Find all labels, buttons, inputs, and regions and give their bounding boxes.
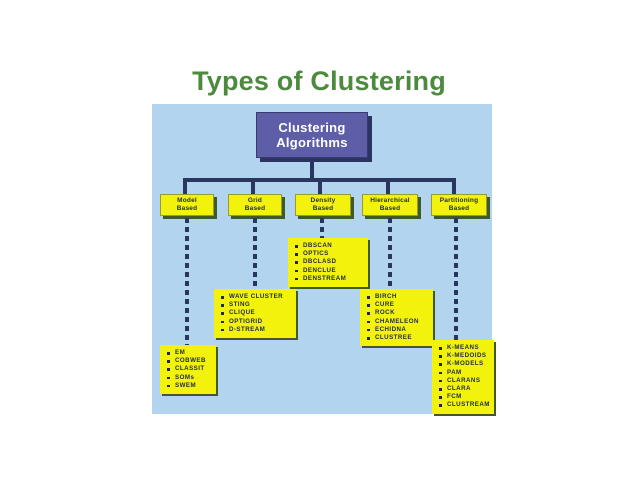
- root-node-label-line1: Clustering: [278, 120, 346, 135]
- algorithm-list-hierarchical-based: BIRCH CURE ROCK CHAMELEON ECHIDNA CLUSTR…: [360, 289, 433, 347]
- list-item: WAVE CLUSTER: [221, 293, 291, 301]
- list-item: CLIQUE: [221, 309, 291, 317]
- algorithm-list-model-based: EM COBWEB CLASSIT SOMs SWEM: [160, 345, 216, 395]
- list-item: BIRCH: [367, 293, 428, 301]
- list-item: K-MODELS: [439, 360, 489, 368]
- list-item: DBCLASD: [295, 258, 363, 266]
- list-item: SWEM: [167, 382, 211, 390]
- category-node-hierarchical-based: Hierarchical Based: [362, 194, 418, 216]
- algorithm-list-grid-based: WAVE CLUSTER STING CLIQUE OPTIGRID D-STR…: [214, 289, 296, 339]
- category-label-line2: Based: [176, 205, 198, 212]
- list-item: CLUSTREE: [367, 334, 428, 342]
- list-item: ECHIDNA: [367, 326, 428, 334]
- list-item: ROCK: [367, 309, 428, 317]
- category-label-line1: Grid: [247, 197, 263, 204]
- category-label-line1: Partitioning: [439, 197, 479, 204]
- list-item: CLARA: [439, 385, 489, 393]
- list-item: COBWEB: [167, 357, 211, 365]
- connector-root-stem: [310, 158, 314, 178]
- list-item: CLUSTREAM: [439, 401, 490, 409]
- list-item: CHAMELEON: [367, 318, 428, 326]
- connector-drop-grid-based: [251, 178, 255, 194]
- page-title: Types of Clustering: [192, 66, 446, 96]
- connector-dashed-hierarchical-based: [388, 218, 392, 289]
- list-item: CURE: [367, 301, 428, 309]
- list-item: K-MEDOIDS: [439, 352, 489, 360]
- list-item: D-STREAM: [221, 326, 291, 334]
- list-item: FCM: [439, 393, 489, 401]
- category-node-density-based: Density Based: [295, 194, 351, 216]
- list-item: EM: [167, 349, 211, 357]
- connector-dashed-partitioning-based: [454, 218, 458, 340]
- category-node-grid-based: Grid Based: [228, 194, 282, 216]
- list-item: STING: [221, 301, 291, 309]
- connector-drop-density-based: [318, 178, 322, 194]
- algorithm-list-partitioning-based: K-MEANS K-MEDOIDS K-MODELS PAM CLARANS C…: [432, 340, 494, 414]
- category-node-model-based: Model Based: [160, 194, 214, 216]
- category-label-line2: Based: [312, 205, 334, 212]
- list-item: DBSCAN: [295, 242, 363, 250]
- list-item: DENSTREAM: [295, 275, 363, 283]
- algorithm-list-density-based: DBSCAN OPTICS DBCLASD DENCLUE DENSTREAM: [288, 238, 368, 288]
- connector-drop-partitioning-based: [452, 178, 456, 194]
- category-node-partitioning-based: Partitioning Based: [431, 194, 487, 216]
- connector-drop-model-based: [183, 178, 187, 194]
- category-label-line2: Based: [379, 205, 401, 212]
- connector-dashed-grid-based: [253, 218, 257, 289]
- list-item: K-MEANS: [439, 344, 489, 352]
- category-label-line1: Hierarchical: [370, 197, 410, 204]
- list-item: OPTIGRID: [221, 318, 291, 326]
- connector-drop-hierarchical-based: [386, 178, 390, 194]
- clustering-diagram-panel: Clustering Algorithms Model Based Grid B…: [152, 104, 494, 414]
- list-item: SOMs: [167, 374, 211, 382]
- connector-dashed-model-based: [185, 218, 189, 345]
- root-node-label-line2: Algorithms: [276, 135, 348, 150]
- list-item: OPTICS: [295, 250, 363, 258]
- connector-dashed-density-based: [320, 218, 324, 238]
- category-label-line1: Model: [177, 197, 197, 204]
- category-label-line2: Based: [448, 205, 470, 212]
- category-label-line1: Density: [310, 197, 336, 204]
- list-item: CLASSIT: [167, 365, 211, 373]
- list-item: DENCLUE: [295, 267, 363, 275]
- list-item: CLARANS: [439, 377, 489, 385]
- list-item: PAM: [439, 369, 489, 377]
- root-node-clustering-algorithms: Clustering Algorithms: [256, 112, 368, 158]
- category-label-line2: Based: [244, 205, 266, 212]
